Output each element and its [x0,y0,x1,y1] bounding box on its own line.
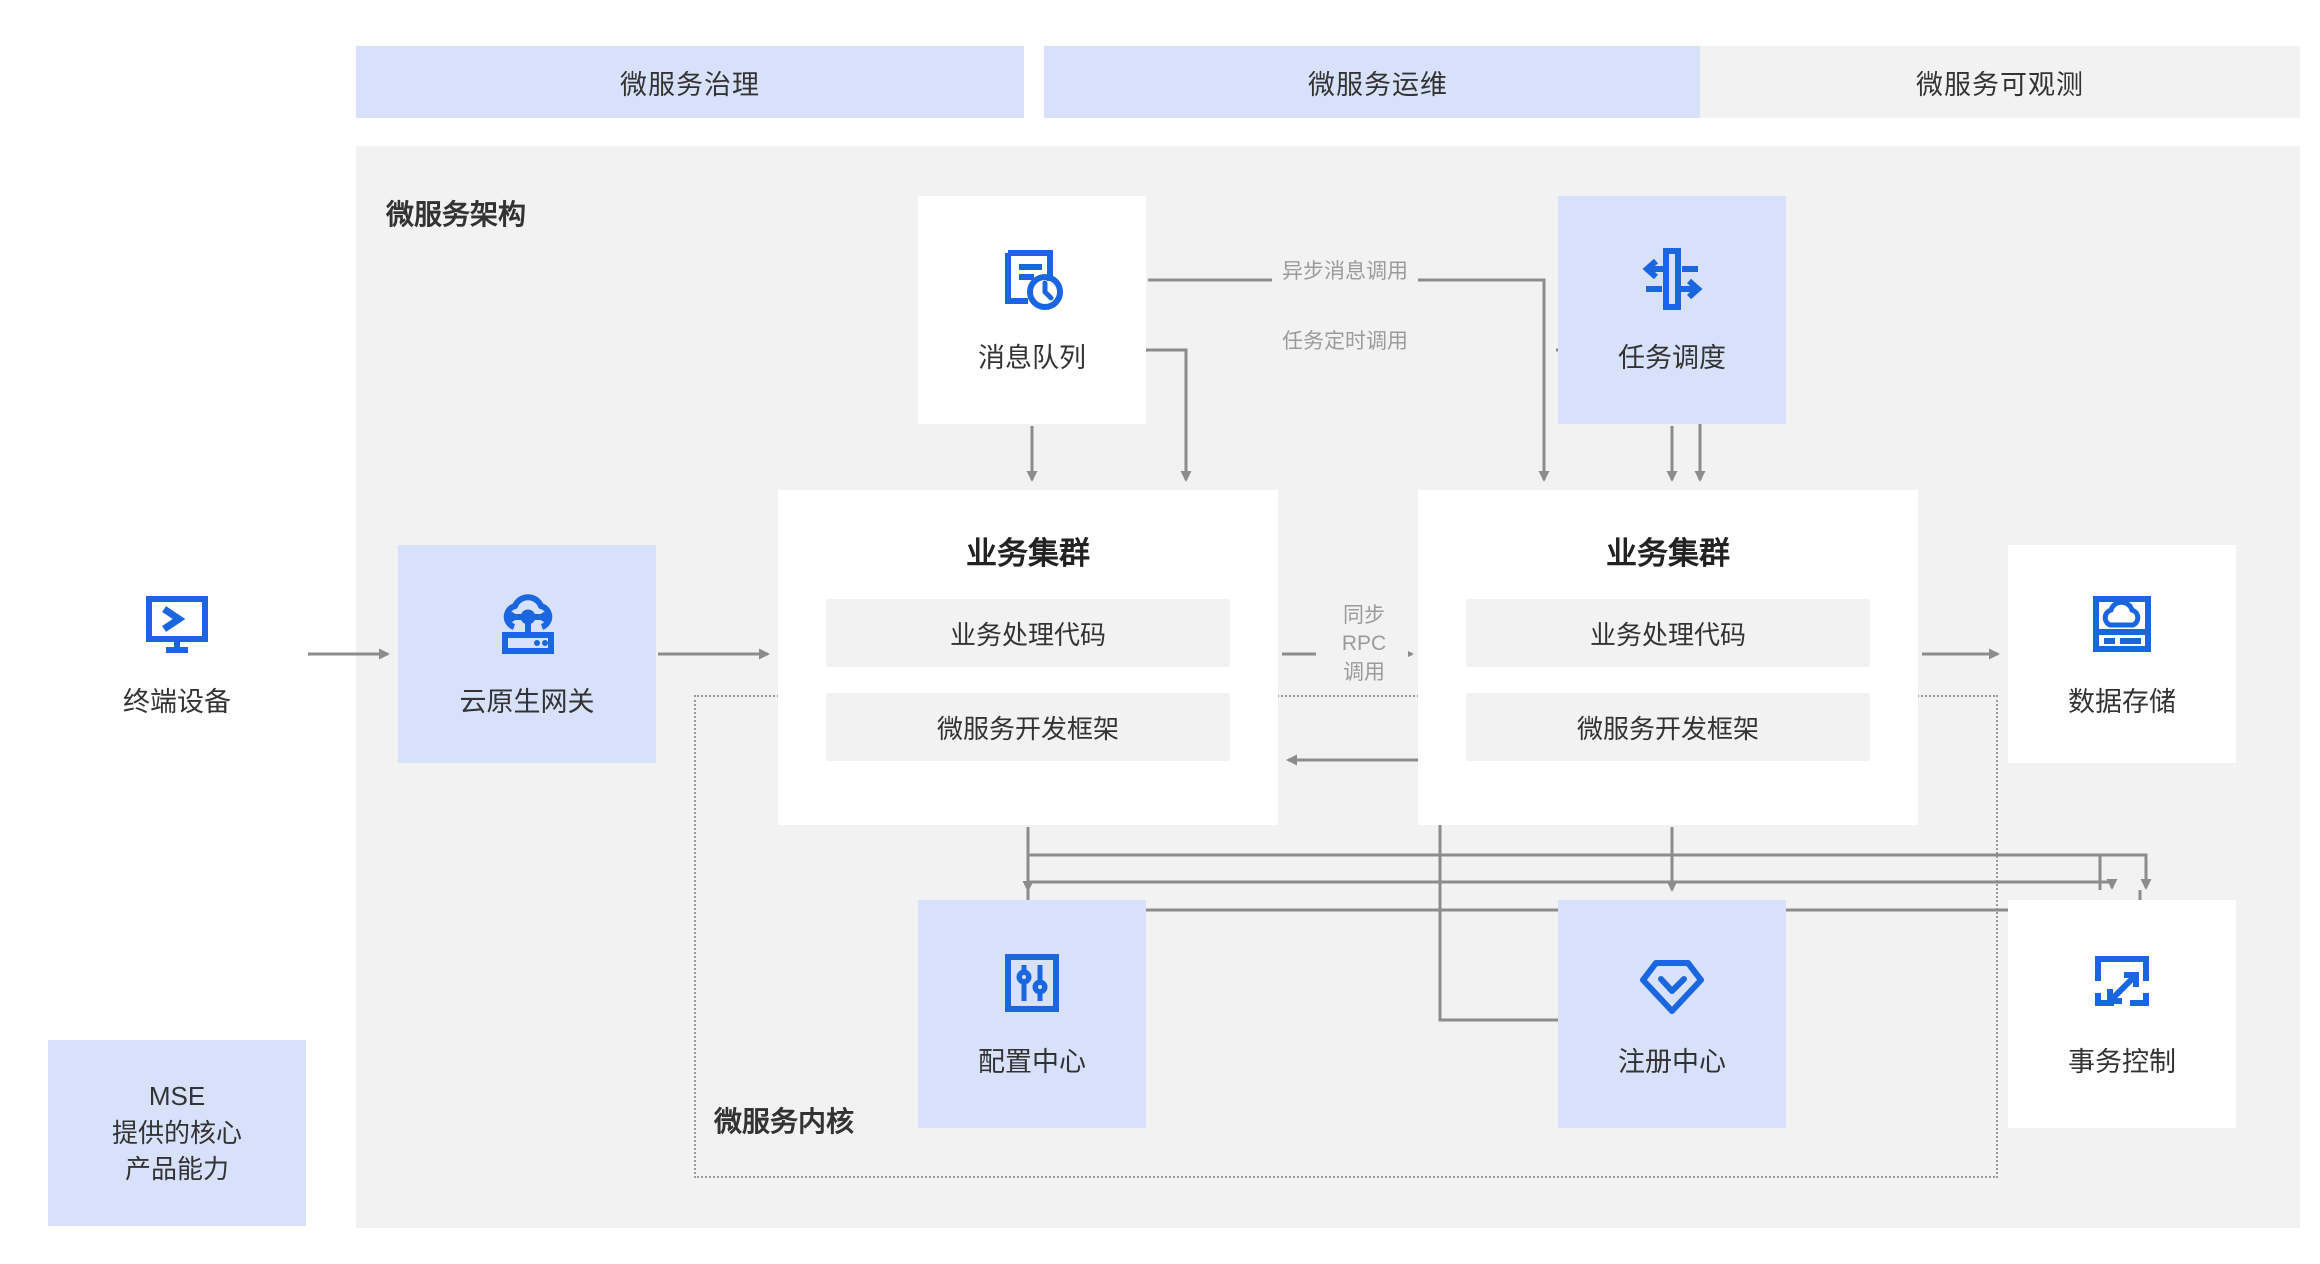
node-label: 事务控制 [2068,1047,2176,1078]
node-registry-center[interactable]: 注册中心 [1558,900,1786,1128]
cluster-row-dev-framework: 微服务开发框架 [826,693,1230,761]
monitor-console-icon [139,587,215,663]
tab-label: 微服务治理 [620,69,760,100]
tab-label: 微服务运维 [1308,69,1448,100]
cluster-row-dev-framework: 微服务开发框架 [1466,693,1870,761]
rpc-label-line1: 同步 [1343,604,1385,627]
rpc-label-line2: RPC [1341,632,1387,656]
legend-line-2: 提供的核心 [111,1117,242,1148]
edge-label-async-message: 异步消息调用 [1272,258,1418,287]
tab-microservice-governance[interactable]: 微服务治理 [356,46,1024,118]
tab-microservice-operations[interactable]: 微服务运维 [1044,46,1712,118]
legend-line-1: MSE [148,1081,206,1112]
sliders-icon [994,947,1070,1023]
node-label: 云原生网关 [459,687,595,718]
cluster-title: 业务集群 [966,536,1090,571]
node-terminal-device[interactable]: 终端设备 [48,545,306,763]
tab-microservice-observability[interactable]: 微服务可观测 [1700,46,2300,118]
cluster-row-business-code: 业务处理代码 [826,599,1230,667]
node-label: 注册中心 [1618,1047,1726,1078]
cluster-row-business-code: 业务处理代码 [1466,599,1870,667]
cloud-gateway-icon [489,587,565,663]
node-label: 终端设备 [123,687,231,718]
business-cluster-left[interactable]: 业务集群 业务处理代码 微服务开发框架 [778,490,1278,825]
node-label: 消息队列 [978,343,1086,374]
node-data-storage[interactable]: 数据存储 [2008,545,2236,763]
node-label: 配置中心 [978,1047,1086,1078]
legend-line-3: 产品能力 [124,1154,229,1185]
node-label: 数据存储 [2068,687,2176,718]
message-queue-icon [994,243,1070,319]
task-schedule-icon [1634,243,1710,319]
node-config-center[interactable]: 配置中心 [918,900,1146,1128]
edge-label-sync-rpc: 同步 RPC 调用 [1320,598,1408,692]
panel-title: 微服务架构 [386,199,527,230]
kernel-zone-label: 微服务内核 [714,1106,855,1137]
node-transaction-control[interactable]: 事务控制 [2008,900,2236,1128]
node-cloud-native-gateway[interactable]: 云原生网关 [398,545,656,763]
edge-label-scheduled-task: 任务定时调用 [1272,328,1418,357]
cluster-title: 业务集群 [1606,536,1730,571]
legend-mse-core-capabilities: MSE 提供的核心 产品能力 [48,1040,306,1226]
rpc-label-line3: 调用 [1343,660,1385,684]
node-message-queue[interactable]: 消息队列 [918,196,1146,424]
diamond-check-icon [1634,947,1710,1023]
tab-label: 微服务可观测 [1916,69,2084,100]
cloud-storage-icon [2084,587,2160,663]
transaction-arrows-icon [2084,947,2160,1023]
microservice-kernel-zone [694,695,1998,1178]
business-cluster-right[interactable]: 业务集群 业务处理代码 微服务开发框架 [1418,490,1918,825]
node-task-scheduling[interactable]: 任务调度 [1558,196,1786,424]
node-label: 任务调度 [1618,343,1726,374]
